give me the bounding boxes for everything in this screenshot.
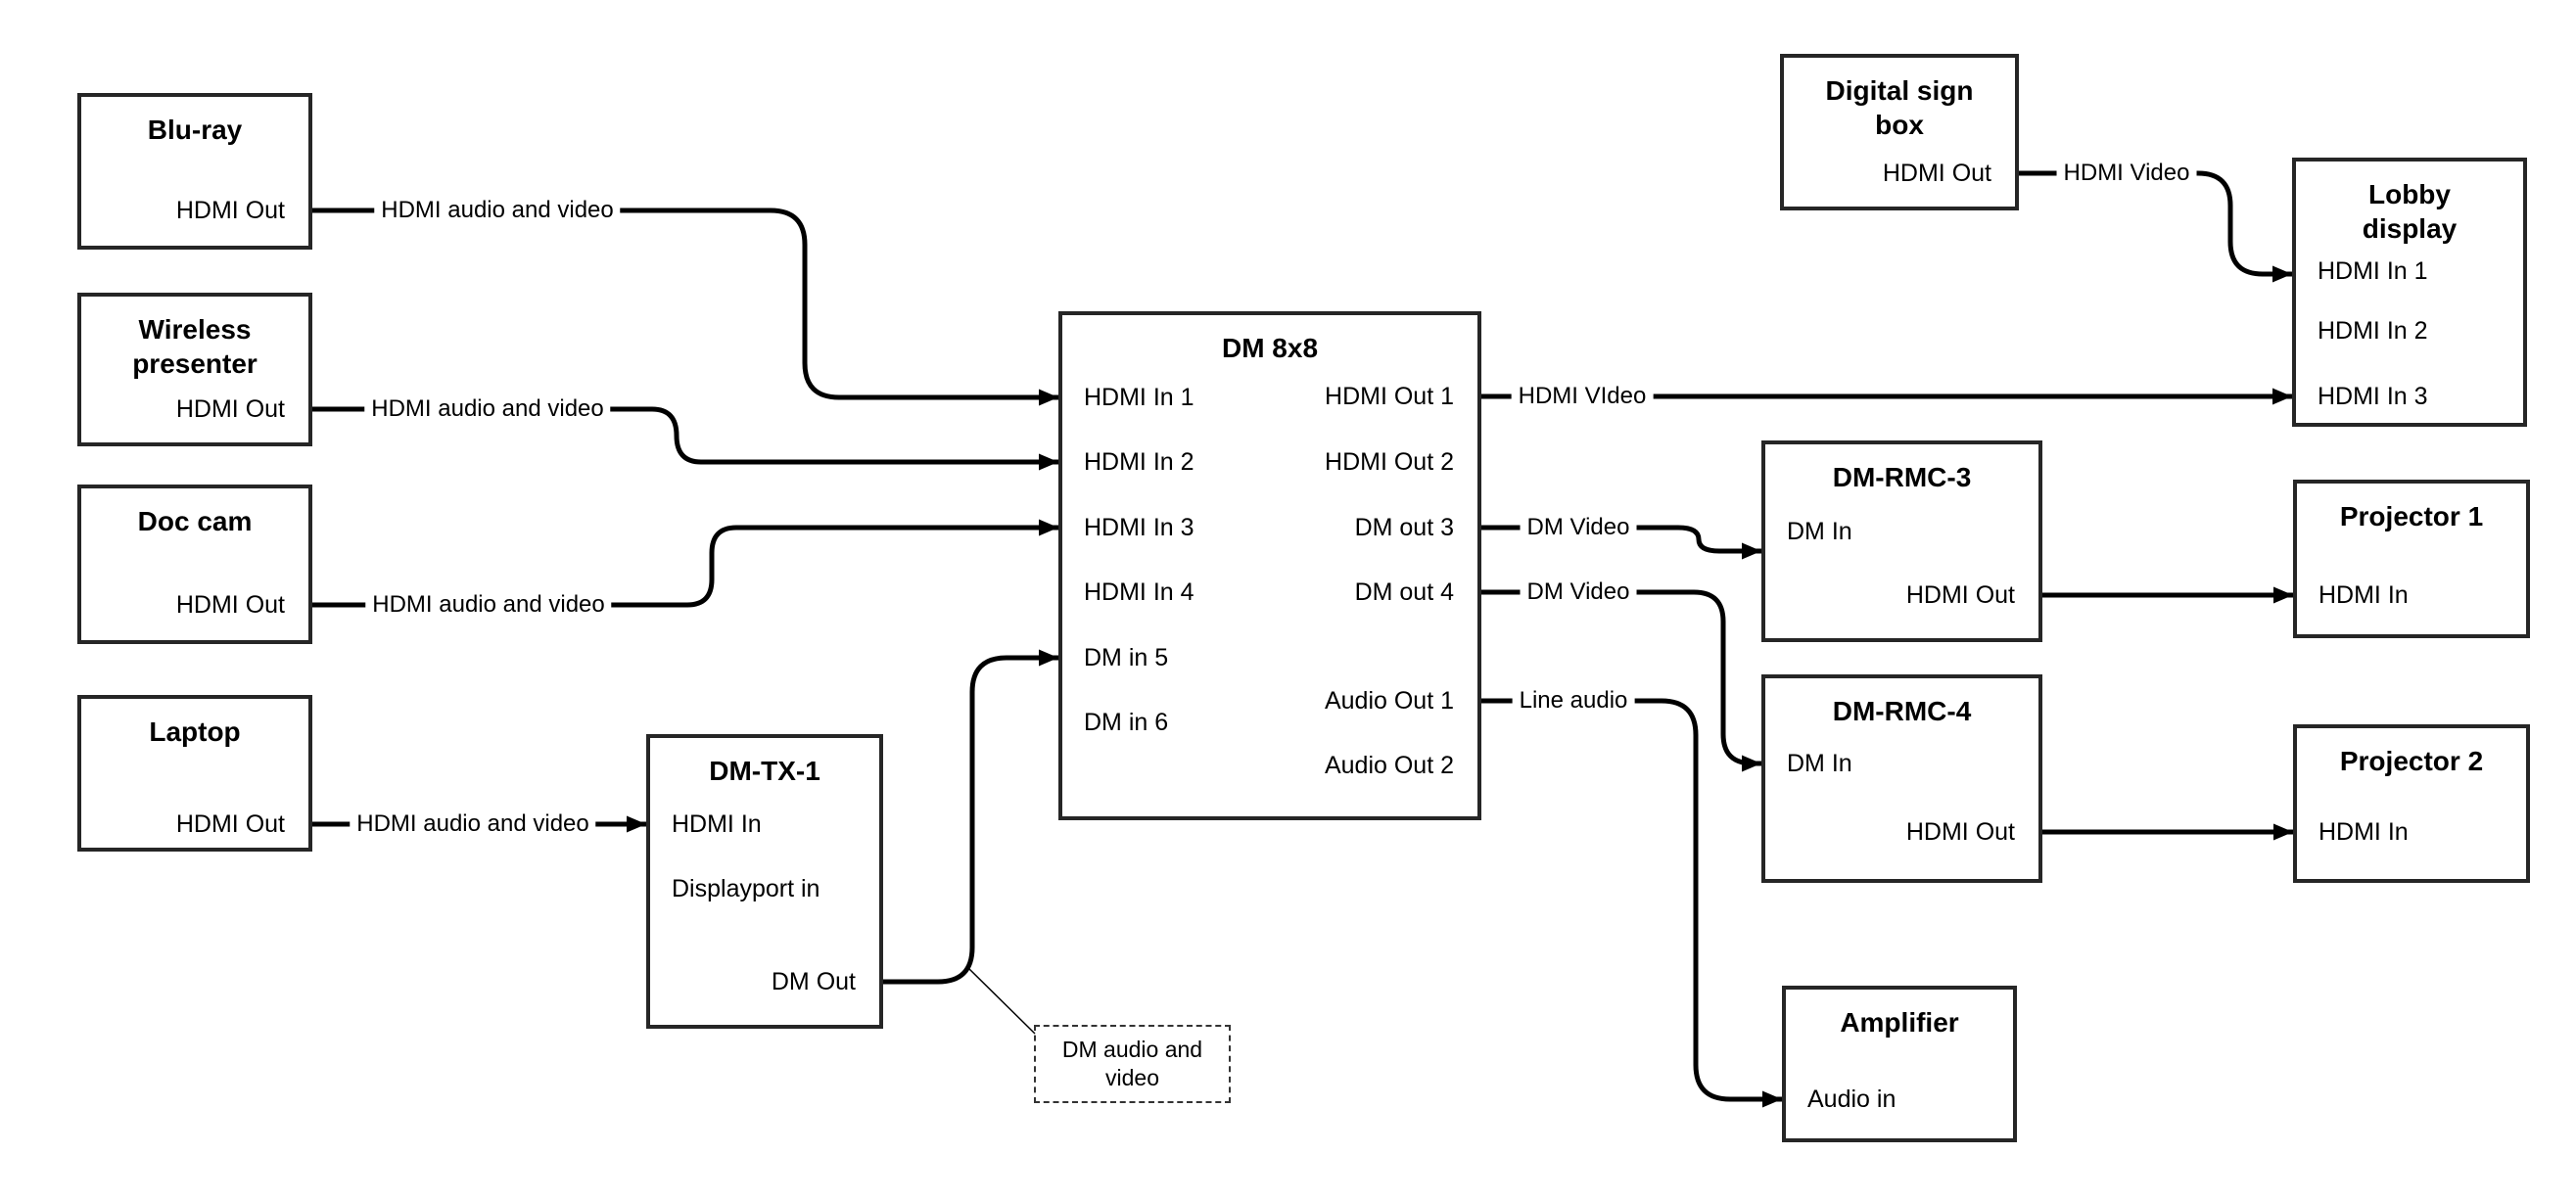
dm-rmc-4-title: DM-RMC-4: [1832, 696, 1972, 726]
lobby-display-port-hdmi-in-3: HDMI In 3: [2318, 383, 2428, 410]
note-dm-av-note[interactable]: DM audio and video: [1034, 1025, 1231, 1103]
dm-rmc-3-port-dm-in: DM In: [1787, 518, 1852, 545]
dm-8x8-port-hdmi-in-4: HDMI In 4: [1084, 578, 1194, 606]
dm-8x8-port-audio-out-2: Audio Out 2: [1324, 752, 1454, 779]
dm-8x8-port-dm-in-5: DM in 5: [1084, 644, 1169, 671]
edge-dm-out-4-to-rmc4[interactable]: [1481, 589, 1761, 772]
laptop-port-hdmi-out: HDMI Out: [175, 810, 285, 838]
dm-tx-1-port-hdmi-in: HDMI In: [672, 810, 762, 838]
edge-doccam-to-hdmi-in-3[interactable]: [312, 519, 1058, 608]
lobby-display-port-hdmi-in-1: HDMI In 1: [2318, 257, 2428, 285]
edge-label-audio-out-1-to-amplifier: Line audio: [1512, 686, 1635, 716]
laptop-title: Laptop: [149, 716, 241, 747]
node-dm-rmc-3[interactable]: DM-RMC-3 DM In HDMI Out: [1761, 440, 2042, 642]
dm-8x8-port-audio-out-1: Audio Out 1: [1324, 687, 1454, 715]
edge-label-sign-to-lobby-in-1: HDMI Video: [2056, 159, 2197, 188]
edge-label-laptop-to-dmtx1: HDMI audio and video: [350, 809, 596, 839]
dm-8x8-port-hdmi-out-1: HDMI Out 1: [1325, 383, 1454, 410]
digital-sign-box-title: Digital sign box: [1825, 75, 1974, 140]
edge-wireless-to-hdmi-in-2[interactable]: [312, 406, 1058, 471]
node-projector-1[interactable]: Projector 1 HDMI In: [2293, 480, 2530, 638]
edge-label-hdmi-out-1-to-lobby-in-3: HDMI VIdeo: [1511, 382, 1654, 411]
dm-tx-1-title: DM-TX-1: [709, 756, 820, 786]
doc-cam-port-hdmi-out: HDMI Out: [175, 591, 285, 619]
wireless-presenter-port-hdmi-out: HDMI Out: [175, 395, 285, 423]
node-projector-2[interactable]: Projector 2 HDMI In: [2293, 724, 2530, 883]
edge-dmtx1-dmout-to-dm-in-5[interactable]: [883, 649, 1058, 985]
node-dm-rmc-4[interactable]: DM-RMC-4 DM In HDMI Out: [1761, 674, 2042, 883]
projector-1-port-hdmi-in: HDMI In: [2318, 581, 2409, 609]
edge-label-doccam-to-hdmi-in-3: HDMI audio and video: [365, 590, 612, 620]
dm-8x8-port-dm-out-3: DM out 3: [1354, 514, 1454, 541]
edge-label-dm-out-4-to-rmc4: DM Video: [1520, 577, 1637, 607]
edge-label-bluray-to-hdmi-in-1: HDMI audio and video: [374, 196, 621, 225]
dm-8x8-port-hdmi-out-2: HDMI Out 2: [1325, 448, 1454, 476]
dm-rmc-3-title: DM-RMC-3: [1832, 462, 1972, 492]
lobby-display-port-hdmi-in-2: HDMI In 2: [2318, 317, 2428, 345]
digital-sign-box-port-hdmi-out: HDMI Out: [1882, 160, 1991, 187]
dm-8x8-port-dm-out-4: DM out 4: [1354, 578, 1454, 606]
amplifier-title: Amplifier: [1840, 1007, 1959, 1038]
lobby-display-title: Lobby display: [2362, 179, 2458, 244]
edge-bluray-to-hdmi-in-1[interactable]: [312, 208, 1058, 406]
dm-8x8-port-hdmi-in-3: HDMI In 3: [1084, 514, 1194, 541]
dm-rmc-4-port-hdmi-out: HDMI Out: [1905, 818, 2015, 846]
dm-rmc-4-port-dm-in: DM In: [1787, 750, 1852, 777]
dm-tx-1-port-displayport-in: Displayport in: [672, 875, 820, 902]
projector-1-title: Projector 1: [2339, 501, 2484, 531]
blu-ray-port-hdmi-out: HDMI Out: [175, 197, 285, 224]
projector-2-title: Projector 2: [2339, 746, 2484, 776]
dm-8x8-port-hdmi-in-2: HDMI In 2: [1084, 448, 1194, 476]
dm-8x8-port-dm-in-6: DM in 6: [1084, 709, 1169, 736]
edge-note-callout[interactable]: [966, 966, 1036, 1035]
edge-dm-out-3-to-rmc3[interactable]: [1481, 525, 1761, 560]
dm-8x8-title: DM 8x8: [1221, 333, 1319, 363]
amplifier-port-audio-in: Audio in: [1807, 1086, 1897, 1113]
wireless-presenter-title: Wireless presenter: [132, 314, 258, 379]
dm-rmc-3-port-hdmi-out: HDMI Out: [1905, 581, 2015, 609]
edge-label-dm-out-3-to-rmc3: DM Video: [1520, 513, 1637, 542]
edge-audio-out-1-to-amplifier[interactable]: [1481, 698, 1782, 1108]
projector-2-port-hdmi-in: HDMI In: [2318, 818, 2409, 846]
edge-sign-to-lobby-in-1[interactable]: [2019, 170, 2292, 283]
dm-8x8-port-hdmi-in-1: HDMI In 1: [1084, 384, 1194, 411]
doc-cam-title: Doc cam: [137, 506, 253, 536]
dm-tx-1-port-dm-out: DM Out: [771, 968, 856, 995]
blu-ray-title: Blu-ray: [147, 115, 243, 145]
edge-label-wireless-to-hdmi-in-2: HDMI audio and video: [364, 394, 611, 424]
